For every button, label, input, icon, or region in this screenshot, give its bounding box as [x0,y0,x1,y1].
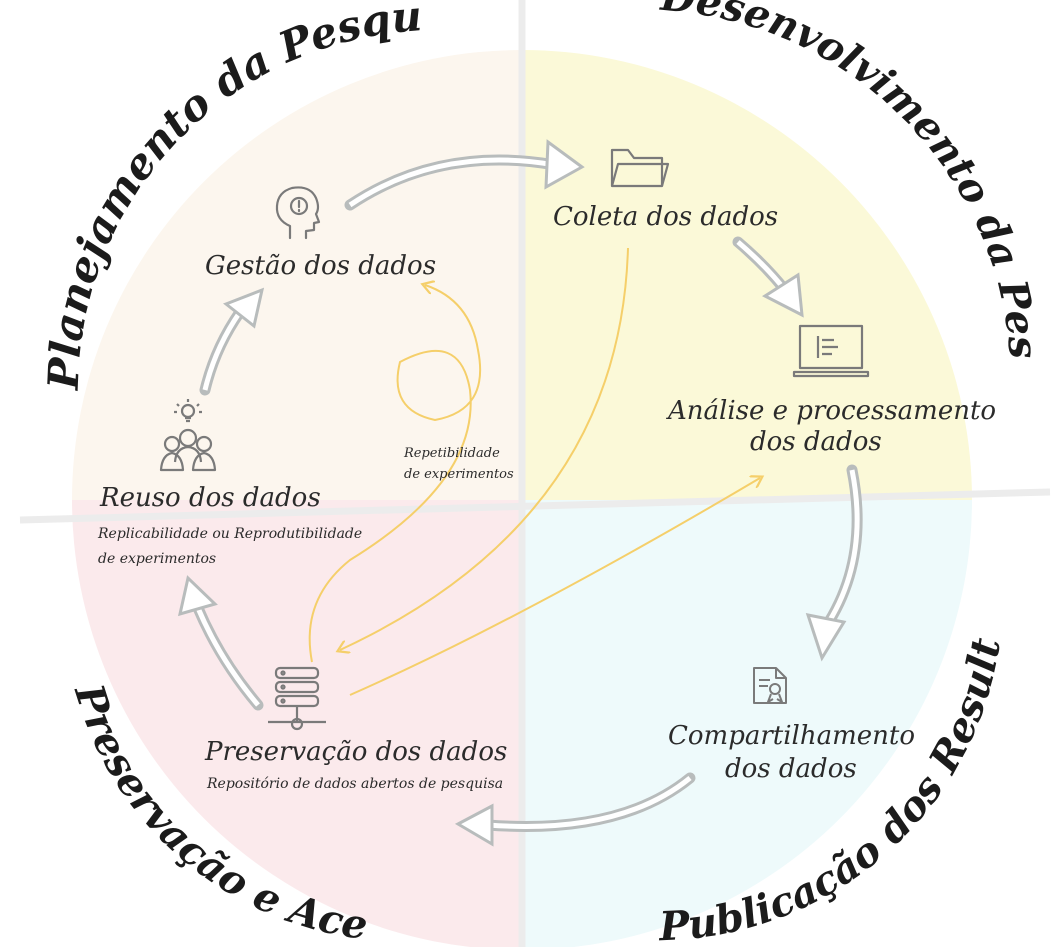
note-repetibilidade-line1: Repetibilidade [404,446,500,461]
server-network-icon [268,666,326,731]
arrow-preservacao-to-reuso [177,575,264,711]
curve-repetibilidade-loop [308,285,482,663]
group-lightbulb-icon [159,399,217,472]
step-sub-reuso-line2: de experimentos [98,551,217,567]
arrow-gestao-to-coleta [344,139,585,211]
step-sub-reuso-line1: Replicabilidade ou Reprodutibilidade [98,526,363,542]
arrow-coleta-to-analise [732,236,804,318]
step-label-reuso: Reuso dos dados [100,483,321,513]
step-label-coleta: Coleta dos dados [553,202,779,232]
curve-coleta-to-preservacao [340,247,629,650]
arrow-compartilhamento-to-preservacao [454,772,696,847]
development-quadrant [522,50,972,500]
step-label-preservacao: Preservação dos dados [205,737,508,767]
certificate-document-icon [753,667,787,704]
step-label-compartilhamento-line2: dos dados [725,754,857,784]
curve-preservacao-to-analise [349,478,760,696]
arrow-reuso-to-gestao [199,287,265,396]
step-label-gestao: Gestão dos dados [205,251,437,281]
folder-icon [610,148,670,188]
step-sub-preservacao: Repositório de dados abertos de pesquisa [207,776,504,792]
planning-quadrant [72,50,522,500]
note-repetibilidade-line2: de experimentos [404,467,514,482]
step-label-analise-line1: Análise e processamento [668,396,997,426]
step-label-compartilhamento-line1: Compartilhamento [668,721,915,751]
head-exclamation-icon [275,186,321,240]
laptop-icon [792,324,870,378]
arrow-analise-to-compartilhamento [805,464,863,662]
publication-quadrant [522,500,972,947]
step-label-analise-line2: dos dados [750,427,882,457]
